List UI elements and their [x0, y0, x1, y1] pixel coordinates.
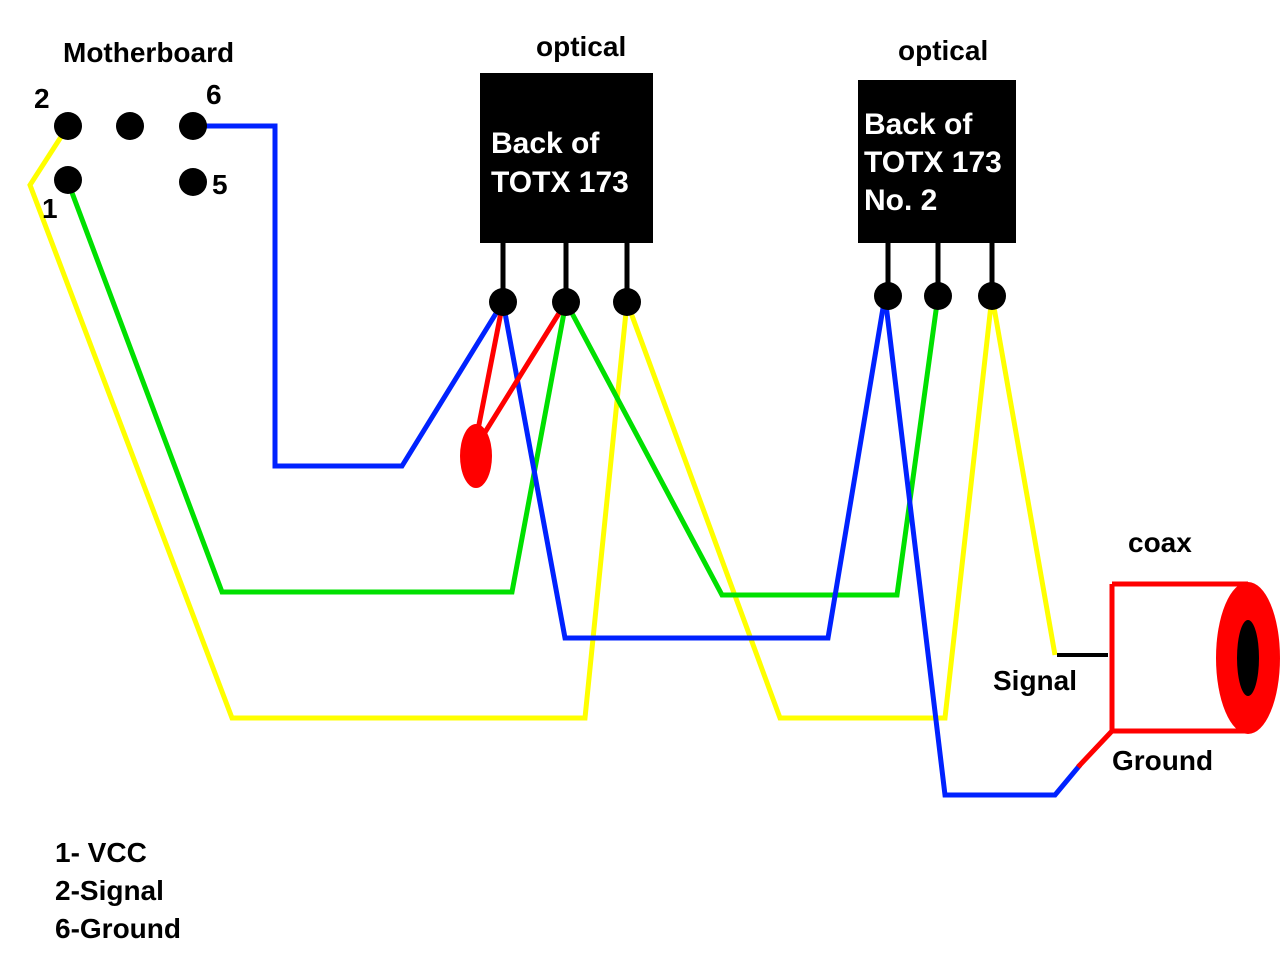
pin-legend: 1- VCC 2-Signal 6-Ground: [55, 837, 181, 944]
coax-connector: coax Signal Ground: [993, 527, 1280, 776]
green-wire-optical1-to-optical2: [563, 295, 941, 598]
blue-wire-optical1-to-optical2: [500, 295, 888, 641]
blue-wire-mb-to-optical1: [193, 123, 506, 469]
motherboard-title: Motherboard: [63, 37, 234, 68]
optical-module-2: optical Back of TOTX 173 No. 2: [858, 35, 1016, 310]
blue-wire-optical2-to-coax: [882, 295, 1082, 798]
mb-pin-6: [179, 112, 207, 140]
yellow-wire-optical1-to-optical2: [624, 295, 995, 721]
coax-ground-label: Ground: [1112, 745, 1213, 776]
legend-item-signal: 2-Signal: [55, 875, 164, 906]
optical2-header: optical: [898, 35, 988, 66]
optical1-line1: Back of: [491, 127, 600, 160]
optical1-pin-1: [489, 288, 517, 316]
mb-pin-1: [54, 166, 82, 194]
optical1-line2: TOTX 173: [491, 166, 629, 199]
mb-pin-2: [54, 112, 82, 140]
yellow-wire-optical2-to-coax: [989, 295, 1058, 656]
coax-title: coax: [1128, 527, 1192, 558]
yellow-wire-mb-to-optical1: [27, 124, 630, 721]
optical1-chip: [480, 73, 653, 243]
coax-signal-label: Signal: [993, 665, 1077, 696]
optical1-pin-3: [613, 288, 641, 316]
wires: [27, 123, 1082, 798]
optical2-pin-1: [874, 282, 902, 310]
pin-label-1: 1: [42, 193, 58, 224]
optical2-pin-3: [978, 282, 1006, 310]
mb-pin-5: [179, 168, 207, 196]
green-wire-mb-to-optical1: [65, 181, 569, 595]
optical1-header: optical: [536, 31, 626, 62]
optical2-pin-2: [924, 282, 952, 310]
red-jumper-blob: [460, 424, 492, 488]
coax-ground-stub: [1076, 729, 1114, 769]
optical1-pin-2: [552, 288, 580, 316]
motherboard-header: Motherboard 2 6 1 5: [34, 37, 234, 224]
legend-item-ground: 6-Ground: [55, 913, 181, 944]
pin-label-6: 6: [206, 79, 222, 110]
mb-pin-4: [116, 112, 144, 140]
optical2-line1: Back of: [864, 108, 973, 141]
pin-label-2: 2: [34, 83, 50, 114]
coax-center-hole: [1237, 620, 1259, 696]
optical-module-1: optical Back of TOTX 173: [480, 31, 653, 316]
optical2-line3: No. 2: [864, 184, 937, 217]
pin-label-5: 5: [212, 169, 228, 200]
optical2-chip: [858, 80, 1016, 243]
optical2-line2: TOTX 173: [864, 146, 1002, 179]
legend-item-vcc: 1- VCC: [55, 837, 147, 868]
